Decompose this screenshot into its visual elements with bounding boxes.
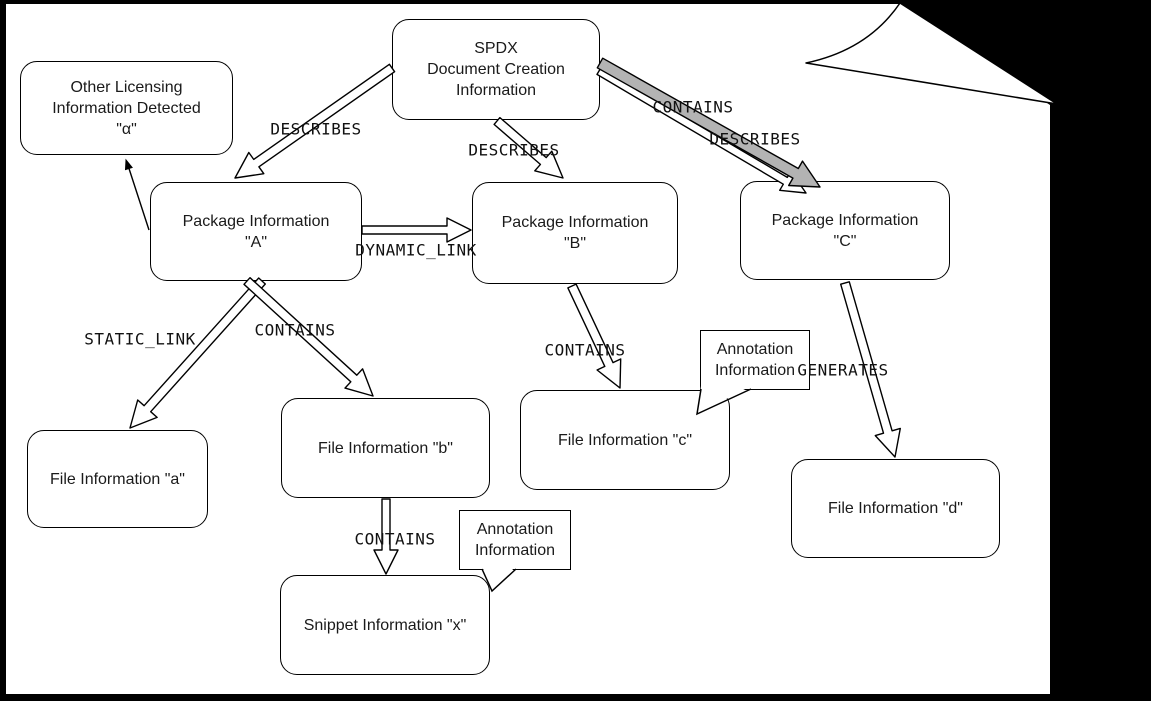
node-label-line: File Information "c" (557, 431, 693, 449)
edge-label-contains-file-b: CONTAINS (254, 320, 336, 340)
node-label-line: Document Creation (427, 61, 565, 78)
node-file-a: File Information "a" (27, 430, 208, 528)
node-label-line: Package Information (501, 214, 649, 231)
edge-label-contains-c: CONTAINS (652, 97, 734, 117)
edge-label-describes-a: DESCRIBES (270, 119, 362, 139)
node-label-line: Package Information (182, 212, 330, 230)
node-label-line: Information (455, 82, 537, 99)
node-label-line: Package Information (771, 211, 919, 229)
node-label-line: Other Licensing (70, 78, 183, 96)
node-label-line: File Information "a" (50, 470, 185, 488)
node-spdx-document-creation: SPDX Document Creation Information (392, 19, 600, 120)
edge-label-dynamic-link: DYNAMIC_LINK (355, 240, 477, 260)
edge-label-describes-c: DESCRIBES (709, 129, 801, 149)
node-file-d: File Information "d" (791, 459, 1000, 558)
node-label-line: "B" (563, 235, 587, 252)
callout-annotation-snippet-x: Annotation Information (459, 510, 571, 570)
node-package-a: Package Information "A" (150, 182, 362, 281)
edge-label-contains-snippet-x: CONTAINS (354, 529, 436, 549)
node-file-b: File Information "b" (281, 398, 490, 498)
edge-label-contains-file-c: CONTAINS (544, 340, 626, 360)
edge-label-describes-b: DESCRIBES (468, 140, 560, 160)
node-label-line: "A" (244, 233, 268, 251)
node-label-line: "C" (833, 232, 857, 250)
callout-annotation-file-c: Annotation Information (700, 330, 810, 390)
callout-label-line: Information (714, 362, 796, 379)
node-label-line: Information Detected (52, 99, 201, 117)
node-label-line: File Information "d" (828, 500, 963, 517)
node-package-c: Package Information "C" (740, 181, 950, 280)
callout-label-line: Information (474, 542, 556, 559)
node-label-line: Snippet Information "x" (303, 616, 467, 634)
node-package-b: Package Information "B" (472, 182, 678, 284)
node-label-line: SPDX (474, 40, 518, 57)
callout-label-line: Annotation (716, 341, 794, 358)
node-snippet-x: Snippet Information "x" (280, 575, 490, 675)
node-label-line: "α" (116, 120, 137, 138)
callout-label-line: Annotation (476, 521, 554, 538)
node-label-line: File Information "b" (318, 439, 453, 457)
edge-label-generates-file-d: GENERATES (797, 360, 889, 380)
node-other-licensing-info: Other Licensing Information Detected "α" (20, 61, 233, 155)
node-file-c: File Information "c" (520, 390, 730, 490)
edge-label-static-link: STATIC_LINK (84, 329, 196, 349)
